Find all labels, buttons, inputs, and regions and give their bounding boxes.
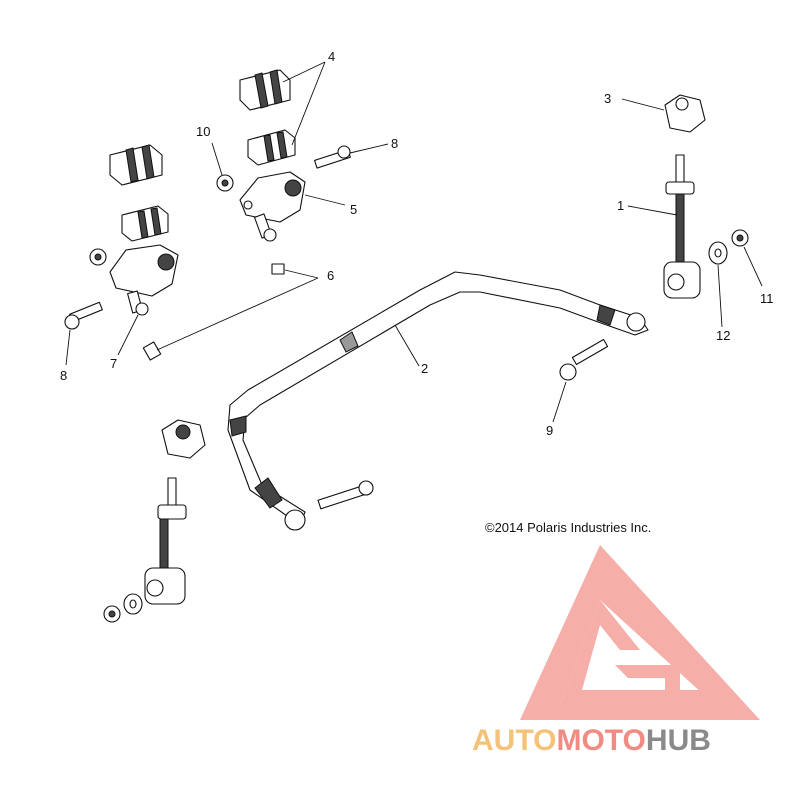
logo-m-shape: [560, 600, 715, 705]
wordmark-hub: HUB: [646, 724, 711, 757]
sway-bar-dark-band-3: [596, 304, 616, 326]
sway-bar: [227, 271, 649, 531]
bolt-8-upper: [314, 145, 351, 169]
logo-g-shape: [615, 665, 680, 690]
grease-fitting-6b: [142, 341, 162, 361]
end-link-lower: [144, 477, 187, 605]
callout-12: 12: [716, 328, 730, 343]
watermark-wordmark: AUTOMOTOHUB: [472, 724, 711, 757]
nut-lower-end: [103, 605, 121, 623]
callout-11: 11: [760, 291, 774, 306]
nut-10: [216, 174, 234, 192]
callout-2: 2: [421, 361, 428, 376]
end-link-1: [663, 154, 701, 299]
callout-5: 5: [350, 202, 357, 217]
bracket-upper: [239, 171, 306, 223]
callout-8a: 8: [60, 368, 67, 383]
callout-4: 4: [328, 49, 335, 64]
sway-bar-eye-front: [284, 509, 306, 531]
bushing-upper-b: [247, 129, 296, 166]
bracket-lower: [109, 244, 179, 297]
bolt-front: [317, 480, 374, 510]
washer-12: [708, 241, 728, 265]
bushing-lower-a: [109, 144, 163, 186]
sway-bar-band-4: [339, 331, 359, 353]
bushing-upper-a: [239, 69, 291, 111]
callout-6: 6: [327, 268, 334, 283]
bolt-9: [559, 338, 609, 381]
sway-bar-dark-band-2: [229, 415, 247, 437]
callout-9: 9: [546, 423, 553, 438]
watermark-logo: [520, 545, 760, 720]
rubber-grommet-3: [664, 94, 706, 133]
sway-bar-eye-rear: [626, 312, 646, 332]
leader-lines: [65, 61, 763, 423]
callout-8b: 8: [391, 136, 398, 151]
washer-lower: [123, 593, 143, 615]
callout-1: 1: [617, 198, 624, 213]
copyright-text: ©2014 Polaris Industries Inc.: [485, 520, 651, 535]
wordmark-moto: MOTO: [556, 724, 645, 757]
bolt-upper-small: [253, 213, 277, 242]
bolt-8-lower: [64, 301, 103, 330]
rubber-grommet-lower: [161, 419, 206, 459]
bolt-7: [127, 290, 149, 316]
sway-bar-tube: [227, 271, 649, 526]
grease-fitting-6a: [271, 263, 285, 275]
callout-labels: 1 2 3 4 5 6 7 8 8 9 10 11 12: [60, 49, 774, 438]
callout-7: 7: [110, 356, 117, 371]
callout-10: 10: [196, 124, 210, 139]
wordmark-auto: AUTO: [472, 724, 556, 757]
bushing-lower-b: [121, 205, 169, 242]
callout-3: 3: [604, 91, 611, 106]
nut-11: [731, 229, 749, 247]
sway-bar-dark-band-1: [254, 477, 283, 509]
nut-lower: [89, 248, 107, 266]
